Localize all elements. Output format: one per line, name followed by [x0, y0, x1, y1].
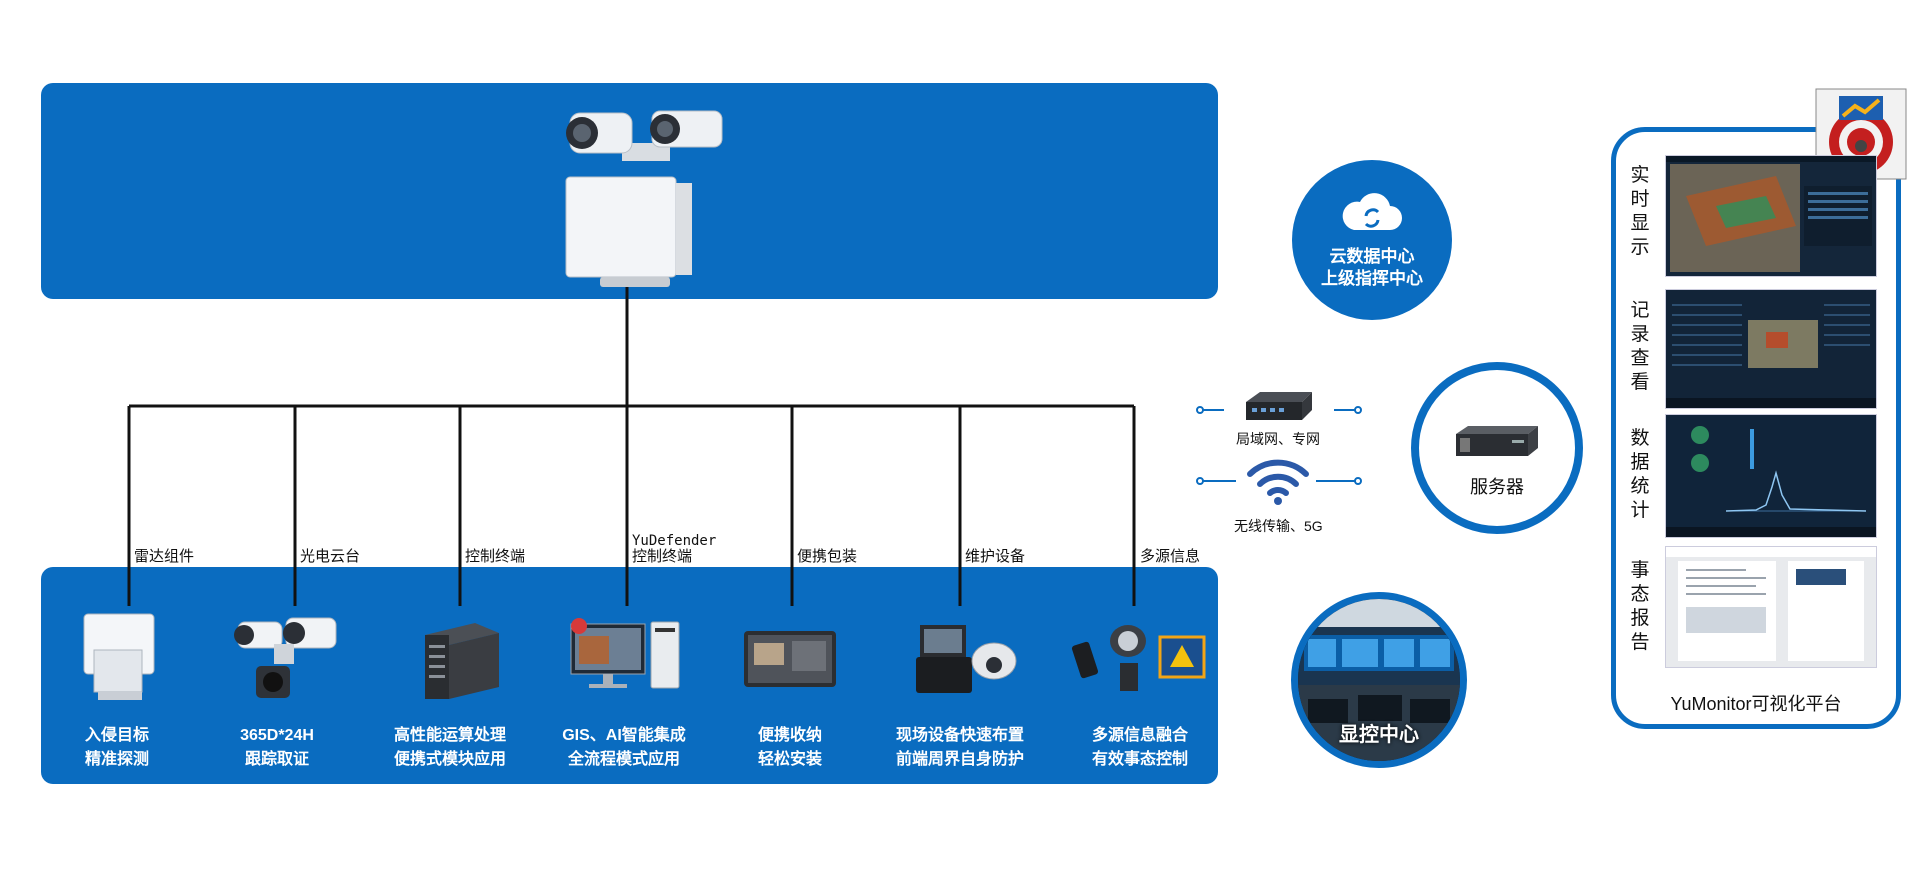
platform-section-label-records: 记录查看 [1630, 300, 1650, 393]
cloud-data-center-label: 云数据中心 上级指挥中心 [1292, 246, 1452, 290]
caption-radar-line1: 入侵目标 [84, 727, 149, 744]
cloud-label-line1: 云数据中心 [1329, 247, 1415, 266]
workstation-icon [570, 618, 680, 689]
branch-label-ptz: 光电云台 [300, 548, 361, 565]
server-rack-icon [1456, 426, 1538, 456]
cloud-data-center-node [1292, 160, 1452, 320]
display-center-label: 显控中心 [1339, 724, 1419, 746]
caption-maintenance-line2: 前端周界自身防护 [895, 751, 1024, 768]
platform-section-label-report: 事态报告 [1630, 560, 1650, 653]
radar-unit-icon [83, 613, 155, 700]
caption-radar-line2: 精准探测 [84, 751, 149, 768]
branch-label-yudefender: YuDefender [632, 533, 717, 549]
lan-label: 局域网、专网 [1236, 431, 1320, 447]
platform-title: YuMonitor可视化平台 [1670, 694, 1842, 714]
branch-label-portable: 便携包装 [797, 548, 858, 565]
platform-section-label-stats: 数据统计 [1630, 428, 1650, 521]
platform-section-label-realtime: 实时显示 [1630, 165, 1650, 258]
wifi-icon [1247, 459, 1309, 505]
incident-report-screenshot [1665, 546, 1877, 668]
branch-label-maintenance: 维护设备 [965, 548, 1026, 565]
wireless-label: 无线传输、5G [1234, 518, 1323, 534]
caption-yudefender-line2: 全流程模式应用 [567, 751, 680, 768]
branch-label-multi-source: 多源信息 [1140, 548, 1201, 565]
network-connectors [1196, 406, 1362, 485]
caption-portable-line1: 便携收纳 [757, 727, 822, 744]
caption-portable-line2: 轻松安装 [757, 751, 822, 768]
realtime-display-screenshot [1665, 155, 1877, 277]
branch-label-radar: 雷达组件 [134, 548, 195, 565]
data-statistics-screenshot [1665, 414, 1877, 538]
radar-camera-combo-icon [565, 110, 723, 287]
caption-maintenance-line1: 现场设备快速布置 [895, 727, 1024, 744]
control-room-photo [1298, 599, 1460, 761]
cloud-sync-icon [1342, 193, 1402, 230]
display-center-node [1291, 592, 1467, 768]
caption-ptz-line2: 跟踪取证 [244, 751, 309, 768]
server-label: 服务器 [1470, 477, 1524, 497]
branch-label-yudefender-terminal: 控制终端 [632, 548, 693, 565]
caption-ptz-line1: 365D*24H [240, 727, 314, 744]
portable-case-icon [744, 631, 836, 687]
components-panel [41, 567, 1218, 784]
cloud-label-line2: 上级指挥中心 [1321, 269, 1423, 288]
branch-label-control-terminal: 控制终端 [465, 548, 526, 565]
multi-source-icon [1071, 625, 1206, 691]
caption-yudefender-line1: GIS、AI智能集成 [562, 727, 686, 744]
network-switch-icon [1246, 392, 1312, 420]
maintenance-kit-icon [916, 625, 1017, 693]
record-view-screenshot [1665, 289, 1877, 409]
embedded-computer-icon [425, 623, 499, 699]
caption-control-line1: 高性能运算处理 [393, 727, 506, 744]
caption-control-line2: 便携式模块应用 [393, 751, 506, 768]
ptz-camera-icon [234, 617, 337, 698]
caption-multi-source-line1: 多源信息融合 [1091, 727, 1188, 744]
caption-multi-source-line2: 有效事态控制 [1091, 751, 1188, 768]
